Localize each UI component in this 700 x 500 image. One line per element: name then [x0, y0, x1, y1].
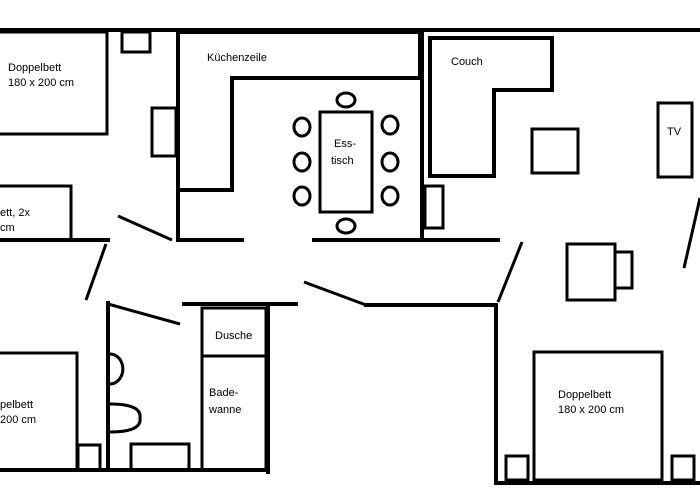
door-swing	[682, 197, 700, 269]
armchair-table	[565, 242, 617, 302]
side-table	[150, 106, 178, 158]
double-bed-bottom-left	[0, 351, 79, 472]
bathtub-label-2: wanne	[208, 404, 241, 416]
nightstand	[504, 454, 530, 482]
bathroom: Dusche Bade- wanne	[106, 302, 270, 474]
bed-top-left-label-2: 180 x 200 cm	[8, 77, 74, 89]
double-bed-top-left	[0, 30, 109, 136]
dining-table	[318, 110, 374, 214]
washbasin	[129, 442, 191, 472]
chair	[292, 185, 312, 207]
door-swing	[303, 280, 367, 307]
bed-top-left-label-1: Doppelbett	[8, 62, 61, 74]
door-swing	[496, 241, 524, 303]
shower	[200, 306, 268, 358]
chair	[292, 151, 312, 173]
shower-label: Dusche	[215, 330, 252, 342]
bed-bottom-left-label-1: pelbett	[0, 399, 33, 411]
cabinet	[423, 184, 445, 230]
chair	[380, 114, 400, 136]
chair	[335, 91, 357, 109]
bedroom-bottom-left: pelbett 200 cm	[0, 351, 110, 472]
door-swing	[84, 243, 108, 301]
toilet	[109, 402, 142, 434]
nightstand	[76, 443, 102, 472]
nightstand	[120, 30, 152, 54]
door-swing	[117, 214, 173, 242]
kitchen-label: Küchenzeile	[207, 52, 267, 64]
dining-label-2: tisch	[331, 155, 354, 167]
dining-label-1: Ess-	[334, 138, 356, 150]
living-room: Couch TV	[428, 36, 700, 303]
bed-bottom-right-label-1: Doppelbett	[558, 389, 611, 401]
chair	[292, 116, 312, 138]
armchair	[613, 250, 634, 290]
tv-unit	[656, 101, 694, 179]
bedroom-top-left: Doppelbett 180 x 200 cm ett, 2x cm	[0, 28, 244, 242]
bed-bottom-left-label-2: 200 cm	[0, 414, 36, 426]
double-bed-bottom-right	[532, 350, 664, 482]
bathtub	[200, 354, 268, 472]
bed-bottom-right-label-2: 180 x 200 cm	[558, 404, 624, 416]
couch-label: Couch	[451, 56, 483, 68]
bed-small-left-label-2: cm	[0, 222, 15, 234]
bathtub-label-1: Bade-	[209, 387, 239, 399]
coffee-table	[530, 127, 580, 175]
chair	[380, 185, 400, 207]
kitchen-dining: Küchenzeile Ess- tisch	[178, 28, 500, 242]
bed-small-left-label-1: ett, 2x	[0, 207, 30, 219]
sink	[109, 352, 125, 386]
chair	[380, 151, 400, 173]
chair	[335, 217, 357, 235]
door-swing	[107, 302, 181, 326]
hallway	[84, 243, 498, 326]
tv-label: TV	[667, 126, 682, 138]
nightstand	[670, 454, 696, 482]
bedroom-bottom-right: Doppelbett 180 x 200 cm	[504, 350, 696, 482]
